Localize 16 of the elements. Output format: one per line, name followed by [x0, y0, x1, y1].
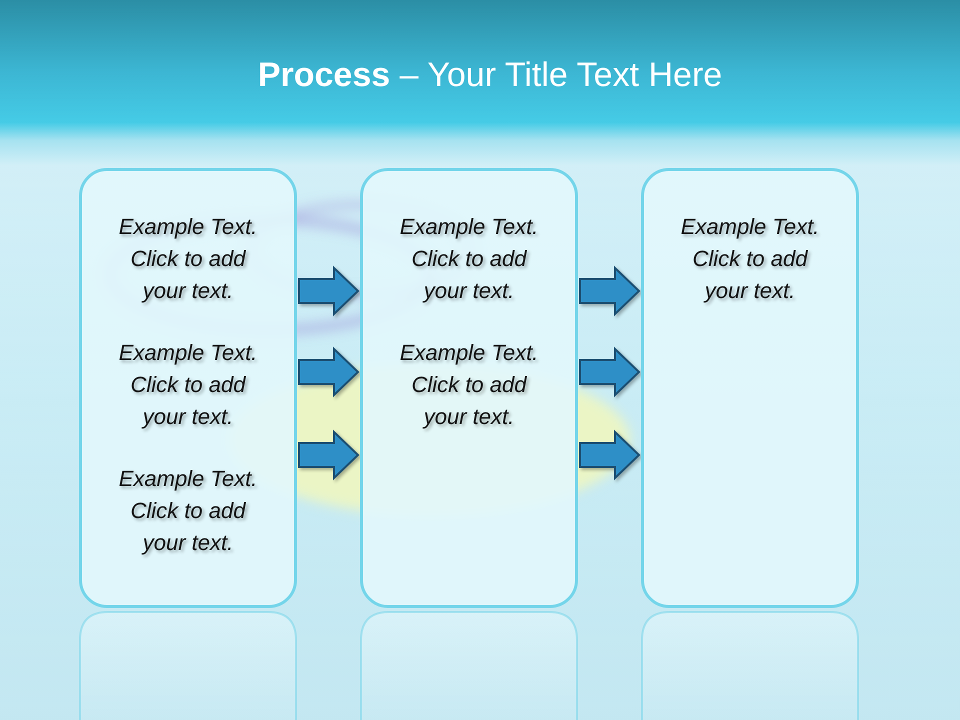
box-text: Example Text. Click to add your text.: [118, 465, 258, 557]
box-text: Example Text. Click to add your text.: [680, 213, 820, 305]
block-arrow: [579, 346, 640, 398]
block-arrow: [298, 346, 360, 398]
block-arrow: [579, 266, 640, 316]
process-box: [360, 168, 578, 608]
box-text: Example Text. Click to add your text.: [118, 339, 258, 431]
box-text: Example Text. Click to add your text.: [118, 213, 258, 305]
block-arrow: [298, 430, 360, 480]
process-box: [79, 168, 297, 608]
block-arrow: [579, 430, 640, 480]
block-arrow: [298, 266, 360, 316]
box-text: Example Text. Click to add your text.: [398, 213, 540, 305]
process-box: [641, 168, 859, 608]
slide-title: Process – Your Title Text Here: [256, 55, 724, 96]
box-text: Example Text. Click to add your text.: [398, 339, 540, 431]
